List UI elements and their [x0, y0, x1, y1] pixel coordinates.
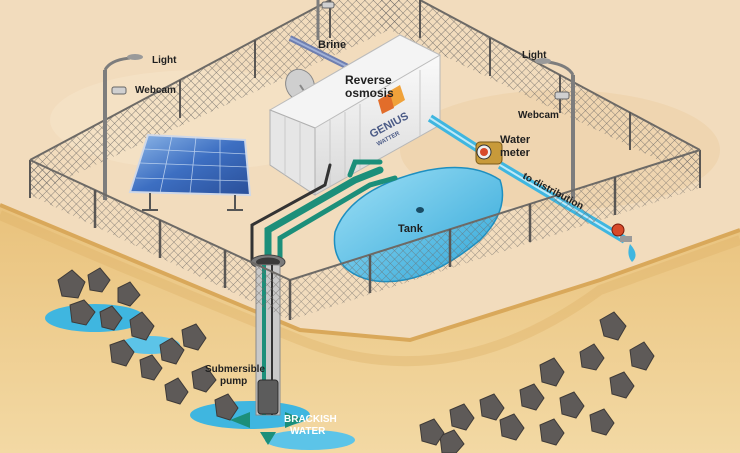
label-light-left: Light [152, 55, 177, 66]
label-tank: Tank [398, 223, 424, 235]
label-meter: meter [500, 147, 531, 159]
fence-posts-front [93, 177, 617, 320]
rocks-left [57, 267, 239, 421]
label-water: Water [500, 134, 531, 146]
light-post-right [535, 58, 575, 200]
light-post-left [103, 54, 143, 200]
webcam-left-icon [111, 86, 127, 95]
fence-back-right [380, 0, 700, 180]
water-meter-icon [475, 141, 503, 165]
label-submersible: Submersible [205, 364, 265, 375]
label-webcam-left: Webcam [135, 85, 176, 96]
back-webcam-icon [321, 1, 335, 9]
soil-band [0, 210, 740, 367]
label-water-caps: WATER [290, 426, 326, 437]
webcam-right-icon [554, 91, 570, 100]
label-brackish: BRACKISH [284, 414, 337, 425]
soil-edge [0, 203, 740, 343]
label-pump: pump [220, 376, 247, 387]
inflow-arrows [230, 412, 305, 445]
rocks-right [419, 311, 655, 453]
tap-icon [611, 223, 636, 262]
feed-pipes [250, 159, 398, 265]
label-webcam-right: Webcam [518, 110, 559, 121]
solar-panel [128, 133, 252, 211]
submersible-pump-icon [257, 379, 279, 415]
label-light-right: Light [522, 50, 547, 61]
fence-front-right [290, 150, 700, 320]
label-reverse: Reverse [345, 73, 392, 87]
label-osmosis: osmosis [345, 86, 394, 100]
label-brine: Brine [318, 39, 346, 51]
